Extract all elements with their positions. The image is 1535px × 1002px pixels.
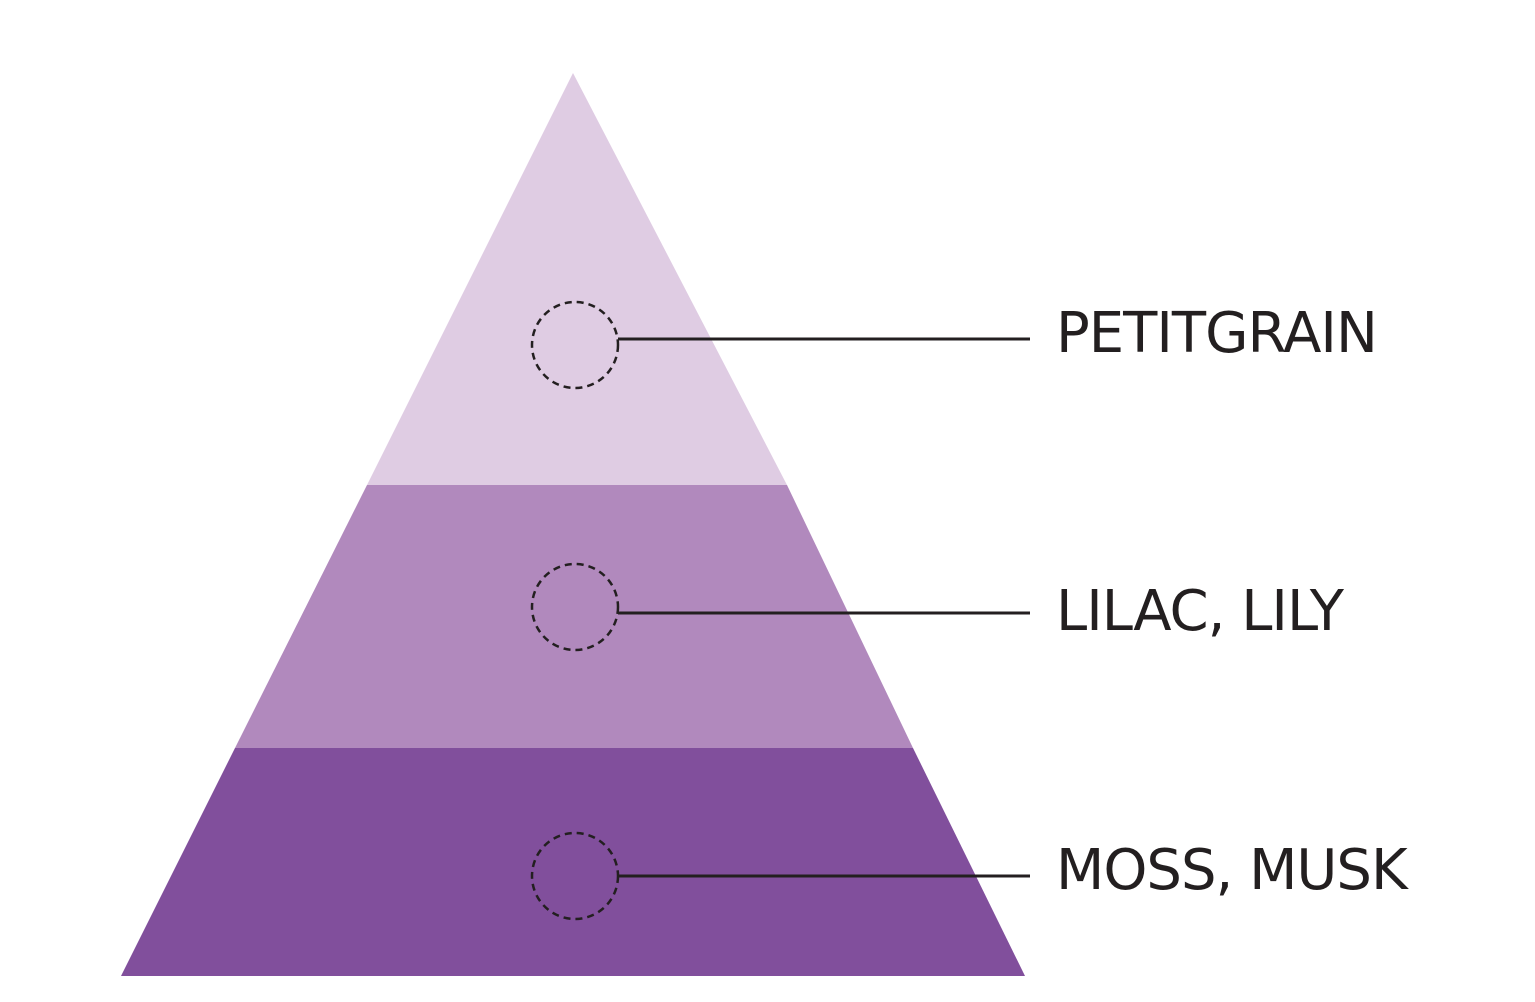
tier-top [367, 73, 787, 485]
tier-base-label: MOSS, MUSK [1056, 838, 1409, 903]
tier-middle-label: LILAC, LILY [1056, 579, 1345, 644]
tier-middle [235, 485, 913, 748]
tier-top-marker-circle [530, 300, 620, 390]
tier-top-label: PETITGRAIN [1056, 301, 1377, 366]
tier-middle-marker-circle [530, 562, 620, 652]
tier-base [121, 748, 1025, 976]
